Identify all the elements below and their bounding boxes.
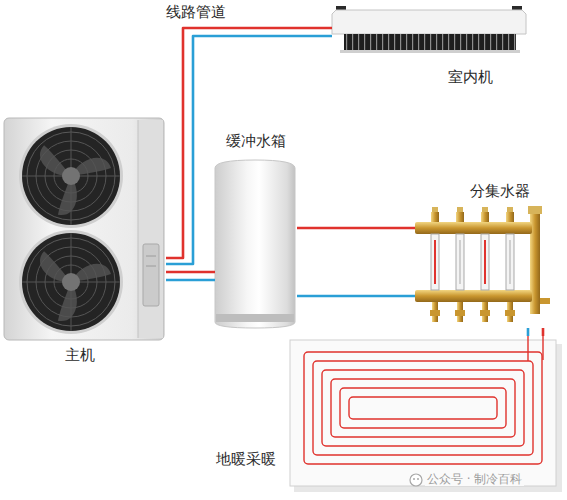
buffer-tank: 缓冲水箱 (215, 132, 297, 330)
pipe-pair (528, 328, 543, 336)
cold-pipe (166, 279, 215, 282)
hot-pipe (297, 227, 415, 230)
outdoor-unit: 主机 (4, 118, 166, 370)
node-label: 主机 (65, 346, 95, 364)
hot-pipe (166, 28, 332, 258)
cold-pipe (166, 36, 332, 264)
pipe-pair (297, 228, 415, 296)
cold-pipe (297, 295, 415, 298)
watermark: 公众号 · 制冷百科 (425, 472, 524, 486)
hot-pipe (542, 328, 545, 336)
floor-heating: 地暖采暖 (212, 336, 562, 494)
indoor-unit: 室内机 (332, 6, 527, 88)
pipe-label: 线路管道 (166, 3, 226, 21)
pipe-pair (166, 272, 215, 280)
node-label: 室内机 (448, 68, 493, 86)
cold-pipe (527, 328, 530, 336)
hot-pipe (166, 271, 215, 274)
node-label: 地暖采暖 (216, 450, 276, 468)
node-label: 缓冲水箱 (226, 132, 286, 150)
manifold: 分集水器 (415, 182, 555, 328)
node-label: 分集水器 (470, 182, 530, 200)
